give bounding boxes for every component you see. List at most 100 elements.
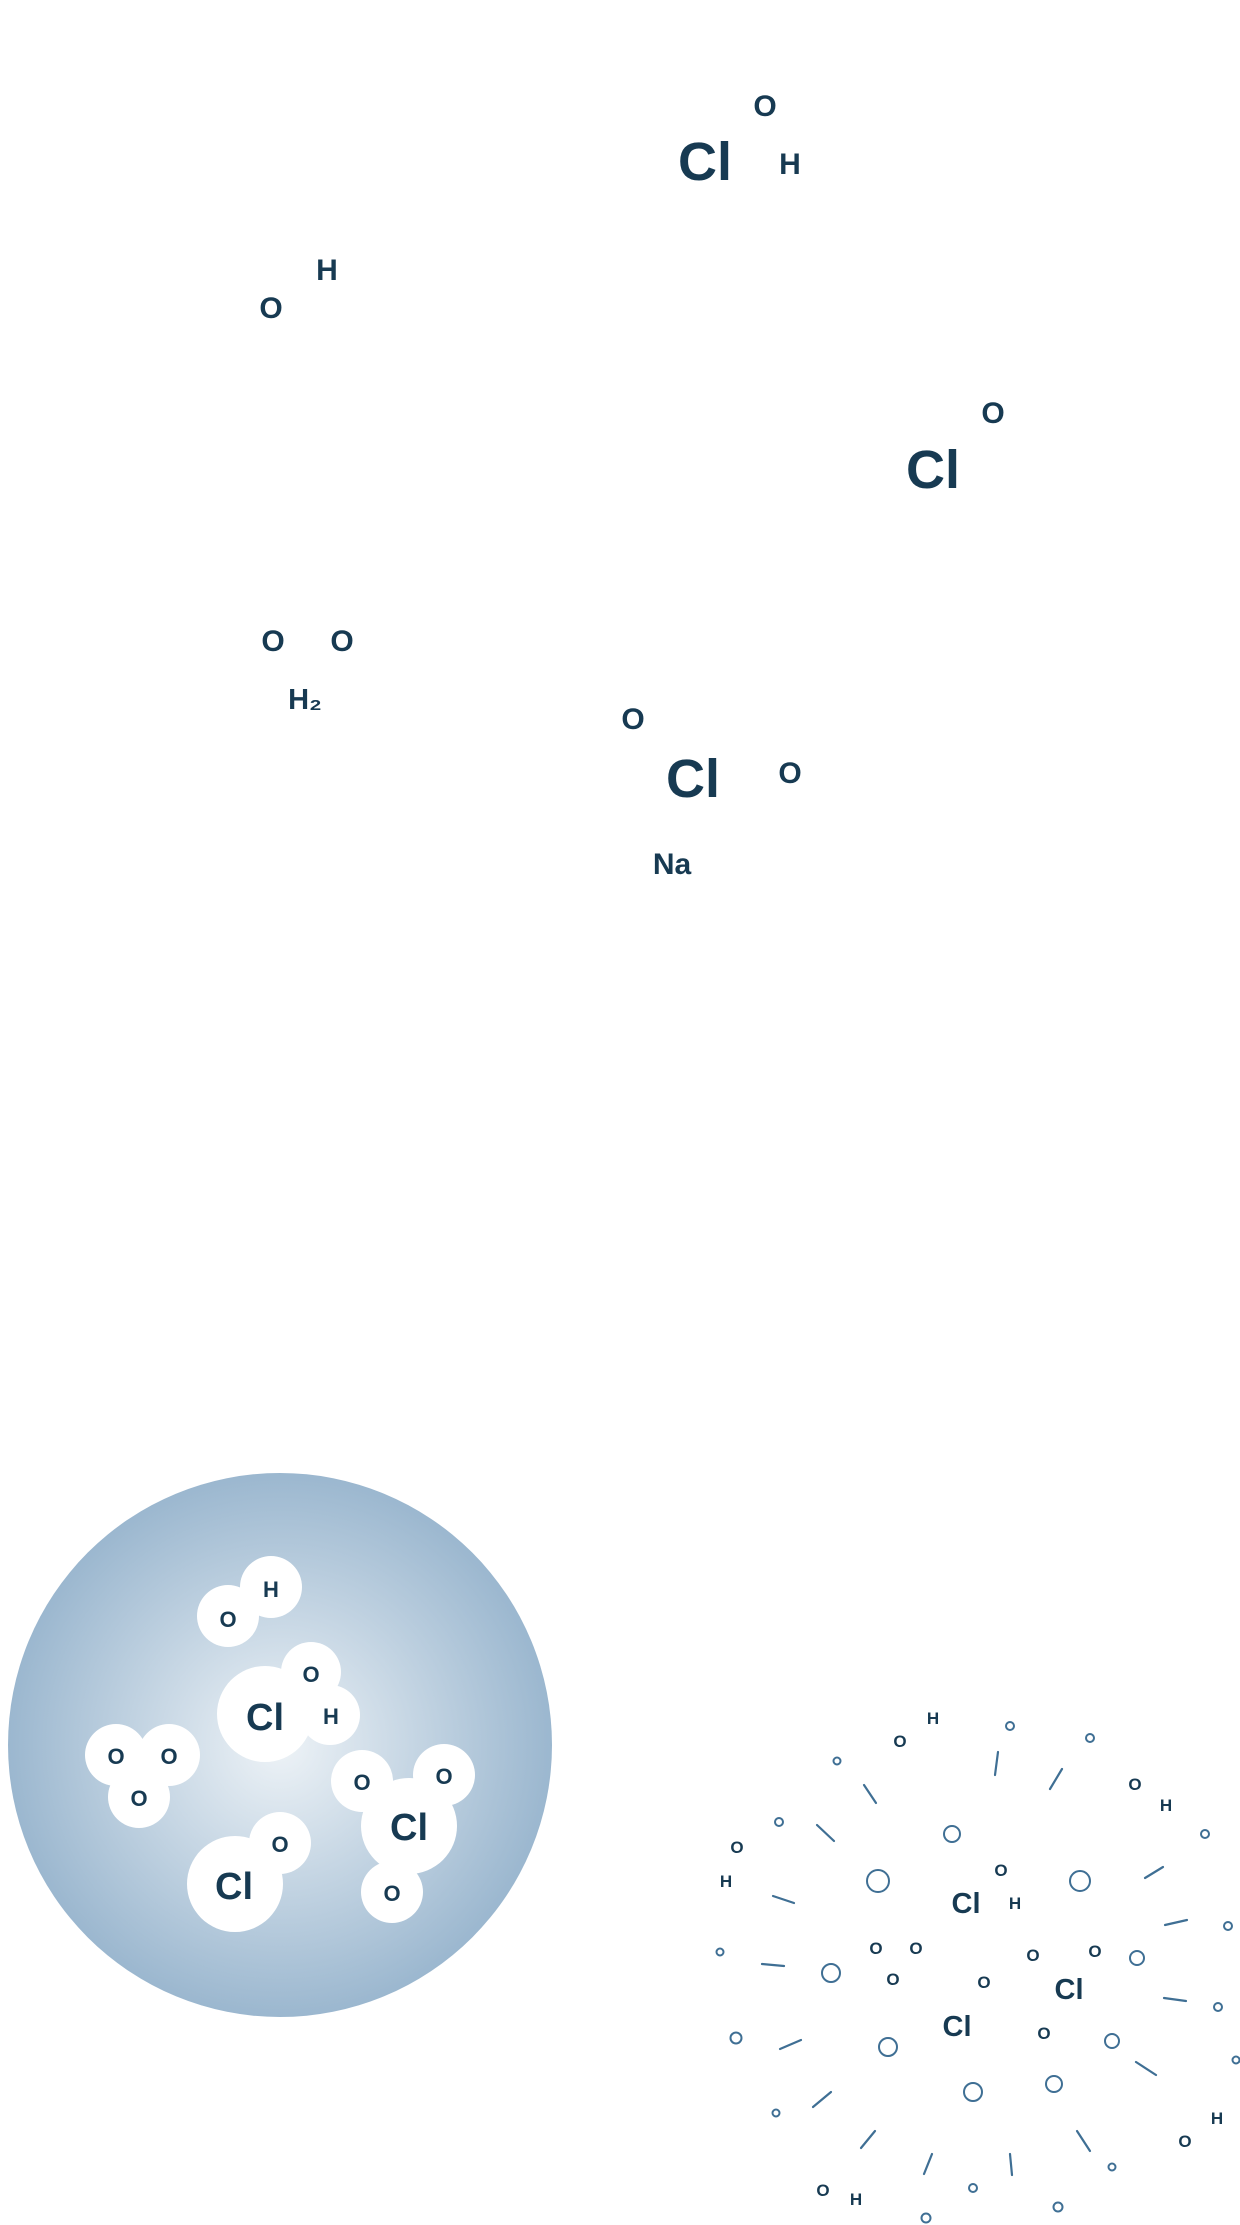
hydroxyl-molecule: O H — [259, 254, 338, 325]
atom-bubble — [217, 1666, 313, 1762]
chlorous-acid-molecule: Cl O H — [678, 90, 801, 192]
atom-label: O — [435, 1764, 452, 1789]
sodium-chlorite-molecule: O Cl O Na — [621, 703, 801, 881]
burst-ray — [778, 2038, 803, 2051]
atom-label: Cl — [215, 1866, 253, 1908]
atom-bubble — [361, 1861, 423, 1923]
burst-dot — [968, 2183, 978, 2193]
atom-bubble — [300, 1685, 360, 1745]
burst-dot — [1129, 1950, 1145, 1966]
atom-label: O — [383, 1881, 400, 1906]
burst-ray — [922, 2152, 934, 2176]
atom-label: H₂ — [288, 684, 322, 716]
atom-label: H — [1009, 1894, 1021, 1913]
burst-dot — [821, 1963, 841, 1983]
atom-label: H — [323, 1704, 339, 1729]
atom-label: O — [816, 2181, 829, 2200]
free-molecules: Cl O H O H Cl O O O H₂ O Cl O Na — [259, 90, 1004, 881]
atom-bubble — [361, 1778, 457, 1874]
burst-ray — [771, 1894, 796, 1905]
atom-label: O — [869, 1939, 882, 1958]
atom-label: H — [1160, 1796, 1172, 1815]
atom-label: H — [927, 1709, 939, 1728]
atom-label: O — [886, 1970, 899, 1989]
molecule-burst: O H O H O H Cl O H O O O O O O Cl Cl O O… — [715, 1709, 1240, 2224]
burst-ray — [760, 1962, 786, 1968]
atom-label: H — [720, 1872, 732, 1891]
burst-dot — [878, 2037, 898, 2057]
burst-dot — [866, 1869, 890, 1893]
atom-label: H — [1211, 2109, 1223, 2128]
burst-dot — [1107, 2162, 1117, 2172]
burst-rays — [760, 1750, 1189, 2177]
burst-ray — [1134, 2060, 1158, 2077]
atom-label: Cl — [906, 440, 960, 500]
atom-label: O — [1026, 1946, 1039, 1965]
molecule-sphere: O H Cl O H O O O O O Cl O — [8, 1473, 552, 2017]
atom-label: O — [353, 1770, 370, 1795]
burst-dot — [729, 2031, 743, 2045]
burst-dot — [1005, 1721, 1015, 1731]
burst-ray — [1162, 1996, 1188, 2003]
burst-dot — [963, 2082, 983, 2102]
atom-label: O — [994, 1861, 1007, 1880]
atom-label: Cl — [666, 749, 720, 809]
burst-ray — [862, 1783, 878, 1805]
burst-ray — [1075, 2129, 1092, 2153]
burst-ray — [859, 2129, 877, 2150]
burst-dot — [1223, 1921, 1233, 1931]
atom-label: O — [219, 1607, 236, 1632]
atom-label: O — [1128, 1775, 1141, 1794]
sphere-ozone: O O O — [85, 1724, 200, 1828]
burst-ray — [815, 1823, 836, 1843]
burst-dot — [832, 1756, 842, 1766]
burst-dot — [771, 2108, 781, 2118]
atom-label: Cl — [246, 1697, 284, 1739]
burst-dot — [920, 2212, 932, 2224]
burst-dot — [715, 1947, 725, 1957]
atom-label: O — [909, 1939, 922, 1958]
atom-label: O — [977, 1973, 990, 1992]
sphere-hydroxyl: O H — [197, 1556, 302, 1647]
atom-label: Cl — [1055, 1974, 1084, 2006]
burst-dot — [774, 1817, 784, 1827]
atom-label: O — [302, 1662, 319, 1687]
chlorine-monoxide-molecule: Cl O — [906, 397, 1005, 500]
sphere-chlorine-monoxide: Cl O — [187, 1812, 311, 1932]
atom-label: O — [730, 1838, 743, 1857]
atom-label: O — [753, 90, 776, 123]
atom-bubble — [108, 1766, 170, 1828]
burst-dots — [715, 1721, 1240, 2224]
burst-dot — [1200, 1829, 1210, 1839]
burst-dot — [1231, 2055, 1240, 2065]
atom-label: Cl — [952, 1888, 981, 1920]
burst-ray — [1008, 2152, 1014, 2177]
burst-atom-labels: O H O H O H Cl O H O O O O O O Cl Cl O O… — [720, 1709, 1223, 2209]
atom-label: O — [160, 1744, 177, 1769]
burst-ray — [811, 2090, 833, 2109]
atom-label: O — [330, 625, 353, 658]
atom-label: O — [1178, 2132, 1191, 2151]
atom-label: O — [893, 1732, 906, 1751]
atom-label: O — [271, 1832, 288, 1857]
burst-ray — [1048, 1767, 1064, 1791]
burst-dot — [1104, 2033, 1120, 2049]
atom-label: H — [779, 148, 801, 181]
atom-label: Cl — [390, 1807, 428, 1849]
burst-dot — [1069, 1870, 1091, 1892]
atom-label: O — [130, 1786, 147, 1811]
burst-ray — [1143, 1865, 1165, 1880]
sphere-hypochlorous-acid: Cl O H — [217, 1642, 360, 1762]
atom-label: O — [259, 292, 282, 325]
atom-label: Na — [653, 848, 692, 881]
atom-label: O — [621, 703, 644, 736]
burst-dot — [1052, 2201, 1064, 2213]
atom-label: Cl — [943, 2011, 972, 2043]
atom-label: Cl — [678, 132, 732, 192]
atom-label: O — [261, 625, 284, 658]
atom-label: H — [316, 254, 338, 287]
atom-label: H — [850, 2190, 862, 2209]
burst-dot — [1045, 2075, 1063, 2093]
atom-label: O — [1037, 2024, 1050, 2043]
burst-ray — [993, 1750, 1000, 1777]
